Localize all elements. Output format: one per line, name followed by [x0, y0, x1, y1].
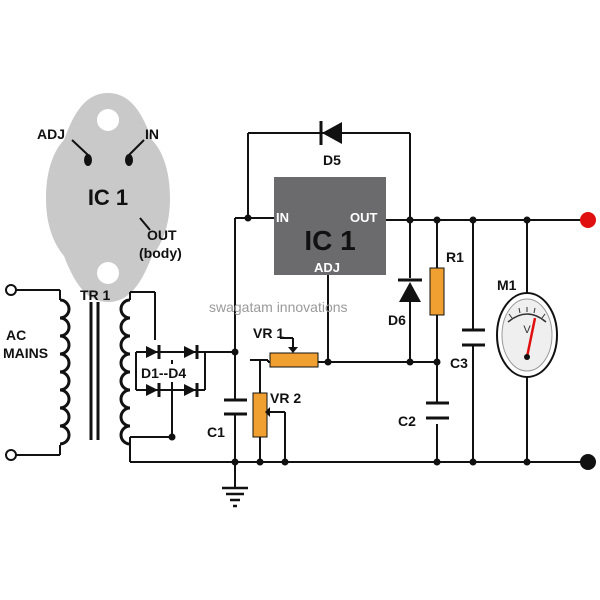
c1-label: C1	[207, 424, 225, 440]
meter-tick-1	[508, 313, 513, 319]
transformer-tr1: TR 1	[59, 287, 131, 446]
capacitor-c3: C3	[450, 328, 485, 371]
adj-pointer	[71, 139, 89, 156]
meter-tick-2	[518, 307, 521, 314]
diode-d5: D5	[319, 121, 342, 168]
resistor-r1: R1	[429, 249, 464, 316]
bridge-label: D1--D4	[141, 365, 186, 381]
diode-d4	[184, 384, 196, 396]
junction-dot	[433, 358, 441, 366]
package-adj-label: ADJ	[37, 126, 65, 142]
ic-package-drawing: ADJ IN IC 1 OUT (body)	[37, 93, 182, 302]
d5-label: D5	[323, 152, 341, 168]
diode-d2	[184, 346, 196, 358]
d5-triangle	[322, 122, 342, 144]
junction-dots	[168, 214, 531, 466]
primary-winding	[59, 298, 71, 446]
ic1-name: IC 1	[304, 225, 355, 256]
ground-symbol	[222, 486, 248, 508]
ac-terminal-bottom	[5, 449, 17, 461]
junction-dot	[406, 216, 414, 224]
voltmeter-m1: V M1	[496, 277, 558, 378]
c2-label: C2	[398, 413, 416, 429]
in-pointer	[128, 139, 145, 156]
transformer-label: TR 1	[80, 287, 111, 303]
meter-tick-5	[541, 313, 546, 319]
vr2-wiper-arrow	[265, 407, 270, 417]
mount-hole-top	[97, 109, 119, 131]
ic1-adj-pin: ADJ	[314, 260, 340, 275]
r1-body	[429, 267, 445, 316]
bridge-label-bg	[139, 364, 203, 382]
junction-dot	[256, 458, 264, 466]
positive-output-terminal	[580, 212, 596, 228]
negative-output-terminal	[580, 454, 596, 470]
junction-dot	[231, 458, 239, 466]
junction-dot	[469, 458, 477, 466]
junction-dot	[244, 214, 252, 222]
diode-d3	[146, 384, 158, 396]
meter-symbol: V	[523, 324, 531, 336]
ic1-regulator: IN OUT IC 1 ADJ	[274, 177, 386, 275]
watermark: swagatam innovations	[209, 299, 348, 315]
ic1-body	[274, 177, 386, 275]
junction-dot	[433, 216, 441, 224]
ac-label-line2: MAINS	[3, 345, 48, 361]
package-in-label: IN	[145, 126, 159, 142]
capacitor-c2: C2	[398, 401, 449, 429]
bridge-rectifier: D1--D4	[129, 291, 235, 444]
mount-hole-bottom	[97, 262, 119, 284]
vr1-body	[269, 352, 319, 368]
meter-tick-4	[533, 307, 536, 314]
ac-terminal-top	[5, 284, 17, 296]
package-out-label: OUT	[147, 227, 177, 243]
potentiometer-vr2: VR 2	[252, 390, 301, 438]
package-out-note: (body)	[139, 245, 182, 261]
meter-scale-arc	[507, 313, 547, 323]
junction-dot	[168, 433, 176, 441]
vr1-label: VR 1	[253, 325, 284, 341]
junction-dot	[281, 458, 289, 466]
package-name-label: IC 1	[88, 185, 128, 210]
ic1-out-pin: OUT	[350, 210, 378, 225]
diode-d6: D6	[388, 278, 422, 328]
c3-label: C3	[450, 355, 468, 371]
junction-dot	[231, 348, 239, 356]
in-pin-dot	[125, 154, 133, 166]
potentiometer-vr1: VR 1	[253, 325, 319, 368]
vr2-body	[252, 392, 268, 438]
junction-dot	[406, 358, 414, 366]
d6-triangle	[399, 282, 421, 302]
r1-label: R1	[446, 249, 464, 265]
junction-dot	[523, 216, 531, 224]
d6-label: D6	[388, 312, 406, 328]
ac-label-line1: AC	[6, 327, 26, 343]
wiring	[129, 132, 585, 488]
adj-pin-dot	[84, 154, 92, 166]
junction-dot	[324, 358, 332, 366]
ic1-in-pin: IN	[276, 210, 289, 225]
diode-d1	[146, 346, 158, 358]
ac-input: AC MAINS	[3, 284, 61, 461]
capacitor-c1: C1	[207, 398, 247, 440]
junction-dot	[433, 458, 441, 466]
meter-needle	[525, 317, 537, 358]
m1-label: M1	[497, 277, 517, 293]
junction-dot	[469, 216, 477, 224]
vr1-wiper-arrow	[288, 347, 298, 353]
vr2-label: VR 2	[270, 390, 301, 406]
out-pointer	[139, 217, 151, 231]
meter-pivot	[524, 354, 530, 360]
junction-dot	[523, 458, 531, 466]
secondary-winding	[119, 298, 131, 446]
